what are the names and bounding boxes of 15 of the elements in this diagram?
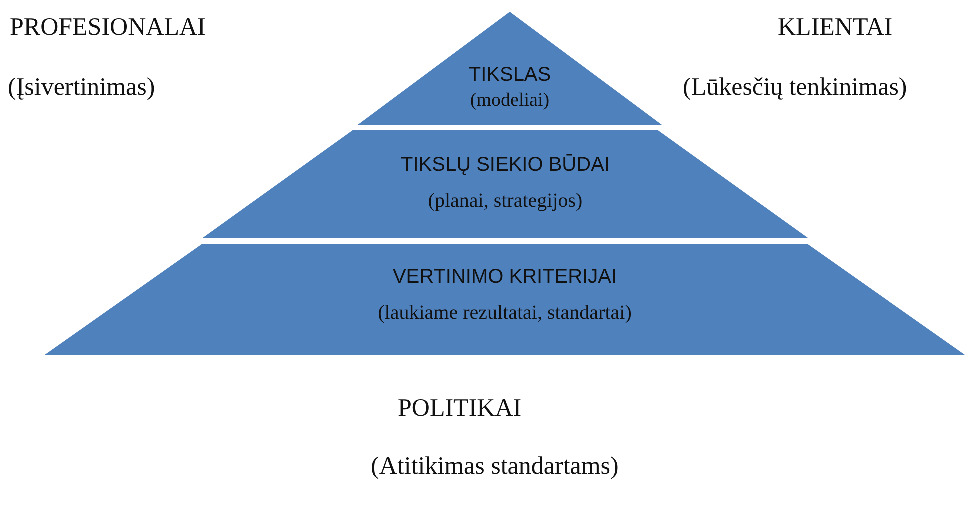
stakeholder-label: PROFESIONALAI [10,14,206,42]
tier-title: TIKSLAS [468,64,552,87]
tier-subtitle: (planai, strategijos) [427,190,584,213]
stakeholder-note: (Lūkesčių tenkinimas) [683,74,908,102]
pyramid-tier [203,130,808,238]
stakeholder-note: (Atitikimas standartams) [371,453,619,481]
stakeholder-label: KLIENTAI [778,14,893,42]
stakeholder-note: (Įsivertinimas) [8,74,156,102]
pyramid-tier [45,244,965,355]
tier-title: VERTINIMO KRITERIJAI [392,266,618,289]
tier-subtitle: (laukiame rezultatai, standartai) [377,302,633,325]
pyramid-tier [358,12,662,125]
stakeholder-label: POLITIKAI [398,395,522,423]
tier-subtitle: (modeliai) [469,90,551,112]
tier-title: TIKSLŲ SIEKIO BŪDAI [400,154,611,177]
